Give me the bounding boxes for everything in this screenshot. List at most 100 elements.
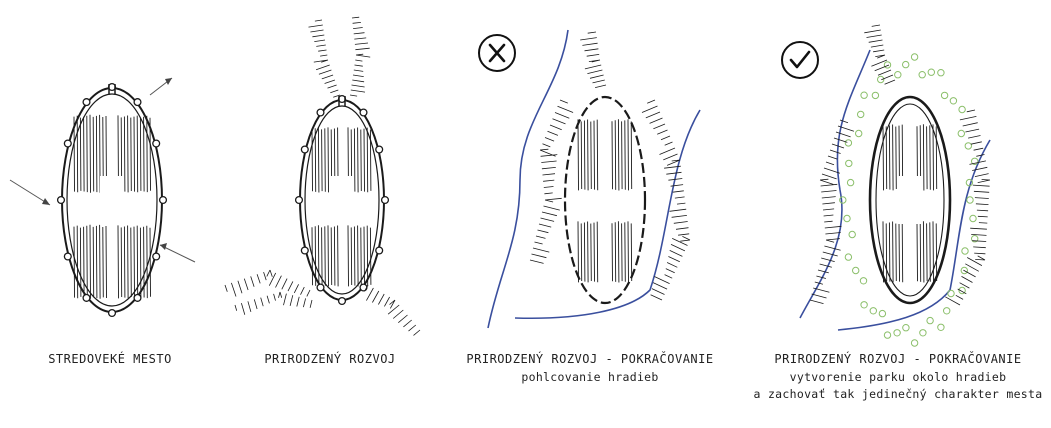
broken-wall — [565, 97, 645, 303]
building-block — [578, 221, 598, 282]
park-tree — [884, 332, 890, 338]
wall-tower — [360, 284, 367, 291]
park-tree — [938, 324, 944, 330]
caption-subtitle: vytvorenie parku okolo hradieb — [752, 370, 1044, 384]
park-tree — [860, 278, 866, 284]
terrain-hatch — [350, 17, 370, 96]
panel-absorbing-walls-sketch — [488, 30, 700, 328]
park-tree — [895, 72, 901, 78]
caption-panel-2: PRIRODZENÝ ROZVOJ — [250, 352, 410, 366]
town-square — [100, 176, 124, 224]
building-block — [612, 119, 632, 190]
park-tree — [944, 308, 950, 314]
park-tree — [878, 76, 884, 82]
arrow-head — [165, 78, 172, 85]
building-block — [612, 221, 632, 282]
park-tree — [861, 302, 867, 308]
park-tree — [970, 215, 976, 221]
arrow-head — [160, 243, 167, 250]
park-tree — [872, 92, 878, 98]
terrain-hatch — [810, 120, 854, 304]
park-tree — [853, 267, 859, 273]
park-tree — [927, 317, 933, 323]
caption-title: PRIRODZENÝ ROZVOJ - POKRAČOVANIE — [752, 352, 1044, 366]
caption-panel-3: PRIRODZENÝ ROZVOJ - POKRAČOVANIE pohlcov… — [450, 352, 730, 384]
building-block — [578, 119, 598, 190]
caption-panel-4: PRIRODZENÝ ROZVOJ - POKRAČOVANIE vytvore… — [752, 352, 1044, 401]
river-right — [515, 110, 700, 318]
wall-tower — [296, 197, 303, 204]
park-tree — [911, 54, 917, 60]
river-left — [488, 30, 568, 328]
park-tree — [856, 130, 862, 136]
arrow-head — [42, 198, 50, 205]
town-square — [330, 176, 354, 224]
wall-tower — [64, 140, 71, 147]
park-tree — [965, 143, 971, 149]
park-tree — [846, 160, 852, 166]
panel-natural-growth-sketch — [225, 17, 420, 335]
park-tree — [959, 106, 965, 112]
park-tree — [847, 179, 853, 185]
caption-title: PRIRODZENÝ ROZVOJ - POKRAČOVANIE — [450, 352, 730, 366]
park-tree — [840, 197, 846, 203]
caption-title: PRIRODZENÝ ROZVOJ — [250, 352, 410, 366]
park-tree — [844, 215, 850, 221]
park-tree — [849, 231, 855, 237]
terrain-hatch — [642, 100, 690, 300]
wall-tower — [317, 109, 324, 116]
wall-tower — [376, 146, 383, 153]
wall-tower — [64, 253, 71, 260]
wall-tower — [339, 298, 346, 305]
wall-tower — [301, 247, 308, 254]
building-block — [118, 225, 151, 298]
cross-mark-icon — [478, 34, 516, 72]
park-tree — [958, 130, 964, 136]
wall-tower — [382, 197, 389, 204]
terrain-hatch — [365, 285, 421, 335]
park-tree — [962, 248, 968, 254]
wall-tower — [134, 99, 141, 106]
caption-title: STREDOVEKÉ MESTO — [20, 352, 200, 366]
building-block — [917, 221, 937, 282]
park-tree — [911, 340, 917, 346]
park-tree — [884, 62, 890, 68]
building-block — [312, 225, 338, 286]
park-tree — [903, 325, 909, 331]
wall-tower — [317, 284, 324, 291]
wall-tower — [83, 99, 90, 106]
park-tree — [879, 310, 885, 316]
wall-tower — [83, 295, 90, 302]
wall-tower — [58, 197, 65, 204]
wall-tower — [153, 140, 160, 147]
wall-tower — [376, 247, 383, 254]
panel-park-around-walls-sketch — [800, 25, 990, 346]
terrain-hatch — [580, 32, 606, 88]
park-tree — [920, 330, 926, 336]
park-tree — [950, 98, 956, 104]
wall-tower — [301, 146, 308, 153]
park-tree — [861, 92, 867, 98]
park-tree — [894, 330, 900, 336]
building-block — [883, 221, 903, 282]
caption-subtitle-2: a zachovať tak jedinečný charakter mesta — [752, 387, 1044, 401]
terrain-hatch — [309, 20, 341, 97]
wall-tower — [360, 109, 367, 116]
terrain-hatch — [235, 292, 312, 315]
park-tree — [941, 92, 947, 98]
park-tree — [928, 69, 934, 75]
wall-tower — [160, 197, 167, 204]
building-block — [348, 225, 371, 286]
town-square — [898, 176, 922, 224]
building-block — [74, 225, 107, 299]
river-left — [800, 50, 870, 318]
park-tree — [948, 290, 954, 296]
panel-medieval-town-sketch — [10, 78, 195, 316]
park-tree — [870, 308, 876, 314]
caption-panel-1: STREDOVEKÉ MESTO — [20, 352, 200, 366]
wall-tower — [109, 310, 116, 317]
park-tree — [967, 197, 973, 203]
park-tree — [858, 111, 864, 117]
park-tree — [903, 61, 909, 67]
